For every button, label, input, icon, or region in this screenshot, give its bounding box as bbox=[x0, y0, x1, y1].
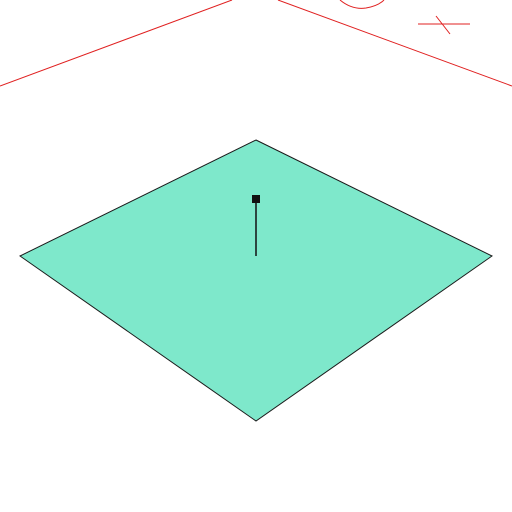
pivot-handle[interactable] bbox=[252, 195, 260, 256]
reference-line-right bbox=[277, 0, 512, 87]
axis-o-marker-icon bbox=[339, 0, 385, 9]
pivot-handle-knob[interactable] bbox=[252, 195, 260, 203]
axis-x-marker-icon bbox=[418, 15, 470, 35]
reference-lines bbox=[0, 0, 512, 87]
axis-markers bbox=[339, 0, 470, 35]
ground-plane[interactable] bbox=[19, 139, 493, 422]
reference-line-left bbox=[0, 0, 233, 87]
